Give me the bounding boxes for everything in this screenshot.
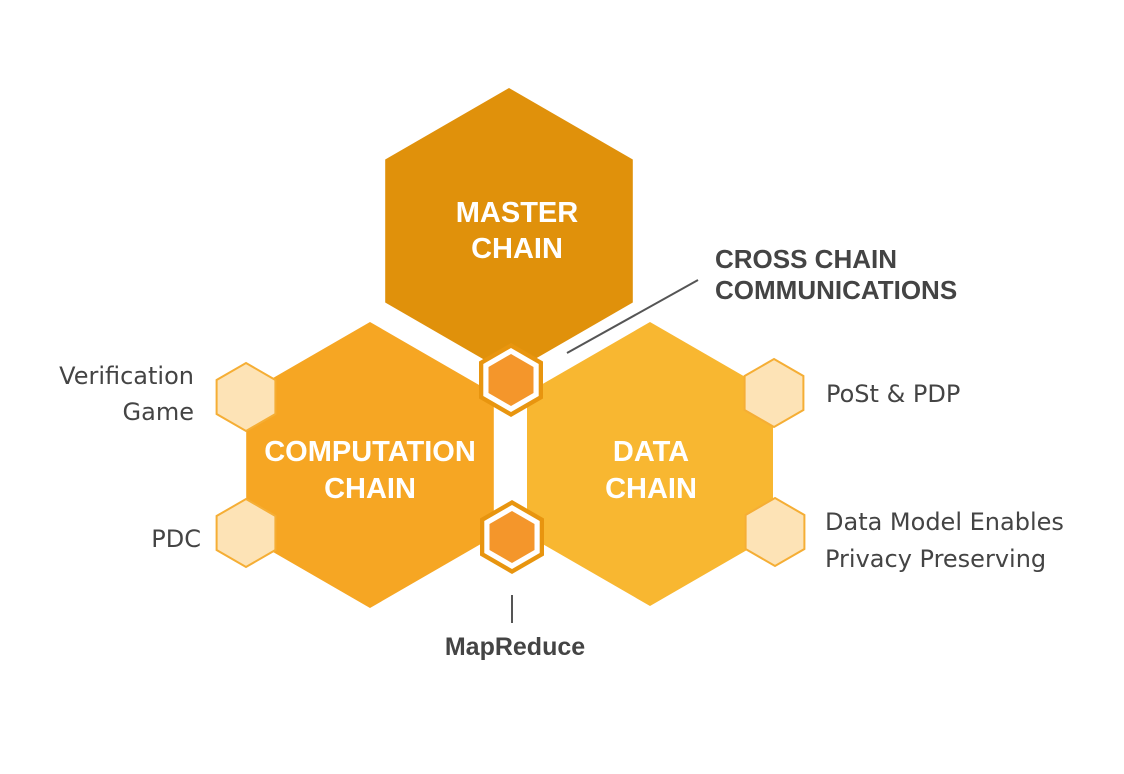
cross-chain-label-line1: CROSS CHAIN — [715, 244, 897, 274]
cross-chain-label-line2: COMMUNICATIONS — [715, 275, 957, 305]
computation-chain-hexagon — [246, 322, 494, 608]
data-chain-hexagon — [527, 322, 773, 606]
post-pdp-hexagon — [743, 357, 805, 429]
privacy-label-line2: Privacy Preserving — [825, 545, 1046, 573]
master-chain-hexagon — [385, 88, 633, 374]
verification-game-hexagon — [215, 361, 277, 433]
mapreduce-label: MapReduce — [445, 633, 585, 661]
post-pdp-label: PoSt & PDP — [826, 380, 960, 408]
mapreduce-hexagon-inner — [489, 511, 535, 563]
master-chain-label-line2: CHAIN — [471, 233, 563, 265]
privacy-hexagon — [744, 496, 806, 568]
cross-chain-hexagon-inner — [488, 354, 534, 406]
privacy-label-line1: Data Model Enables — [825, 508, 1064, 536]
pdc-hexagon — [215, 497, 277, 569]
verification-game-label-line2: Game — [123, 398, 194, 426]
verification-game-label-line1: Verification — [59, 362, 194, 390]
data-chain-label-line1: DATA — [613, 436, 689, 468]
pdc-label: PDC — [151, 525, 201, 553]
mapreduce-connector-hexagon — [480, 500, 544, 574]
cross-chain-connector-hexagon — [479, 343, 543, 417]
computation-chain-label-line2: CHAIN — [324, 473, 416, 505]
cross-chain-leader-line — [566, 279, 699, 354]
data-chain-label-line2: CHAIN — [605, 473, 697, 505]
master-chain-label-line1: MASTER — [456, 197, 579, 229]
computation-chain-label-line1: COMPUTATION — [264, 436, 476, 468]
